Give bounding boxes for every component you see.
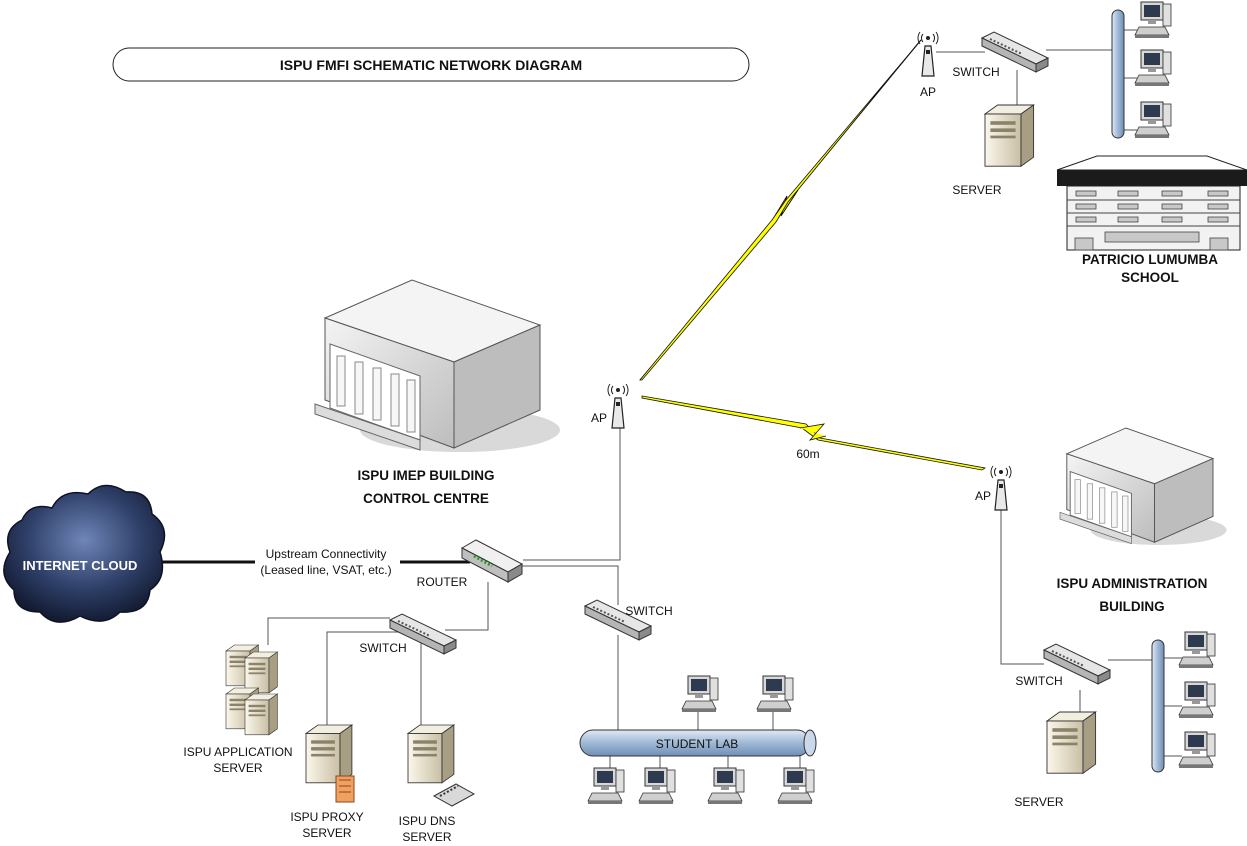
switch-servers-label: SWITCH: [359, 641, 406, 655]
ap-school-icon: [917, 31, 939, 77]
upstream-label-line1: Upstream Connectivity: [266, 547, 387, 561]
title-banner: ISPU FMFI SCHEMATIC NETWORK DIAGRAM: [112, 47, 750, 82]
app-server-label-line2: SERVER: [213, 761, 262, 775]
imep-label-line2: CONTROL CENTRE: [363, 491, 489, 506]
school-pc: [1134, 49, 1172, 87]
admin-pc: [1178, 681, 1216, 719]
admin-label-line2: BUILDING: [1099, 599, 1164, 614]
ap-admin-icon: [990, 465, 1012, 511]
admin-server-icon: [1046, 711, 1097, 774]
link-distance-label: 60m: [796, 447, 819, 461]
school-bus: [1111, 9, 1125, 139]
admin-bus: [1151, 639, 1165, 773]
ap-school-label: AP: [920, 85, 936, 99]
admin-server-label: SERVER: [1014, 795, 1063, 809]
school-label-line1: PATRICIO LUMUMBA: [1082, 252, 1218, 267]
admin-label-line1: ISPU ADMINISTRATION: [1057, 576, 1208, 591]
diagram-title: ISPU FMFI SCHEMATIC NETWORK DIAGRAM: [280, 57, 582, 73]
upstream-label-line2: (Leased line, VSAT, etc.): [260, 563, 391, 577]
dns-label-line1: ISPU DNS: [399, 814, 456, 828]
lab-pc: [587, 767, 625, 805]
proxy-label-line2: SERVER: [302, 826, 351, 840]
imep-building: [314, 279, 560, 452]
lab-pc: [638, 767, 676, 805]
school-pc: [1134, 101, 1172, 139]
student-lab-label: STUDENT LAB: [656, 737, 738, 751]
ap-admin-label: AP: [975, 489, 991, 503]
app-server-icon: [225, 644, 278, 736]
router: [460, 539, 524, 583]
school-pc: [1134, 1, 1172, 39]
dns-server-icon: [407, 724, 476, 807]
student-lab-bus: STUDENT LAB: [579, 729, 817, 757]
switch-admin-label: SWITCH: [1015, 674, 1062, 688]
proxy-label-line1: ISPU PROXY: [290, 810, 363, 824]
proxy-server-icon: [305, 724, 355, 803]
wireless-link-school: [639, 39, 922, 381]
ap-main-icon: [607, 383, 629, 429]
imep-label-line1: ISPU IMEP BUILDING: [357, 468, 494, 483]
dns-label-line2: SERVER: [402, 830, 451, 844]
school-building: [1056, 155, 1247, 251]
wireless-link-admin: [641, 395, 987, 471]
router-label: ROUTER: [417, 575, 468, 589]
lab-pc: [777, 767, 815, 805]
admin-pc: [1178, 731, 1216, 769]
admin-pc: [1178, 631, 1216, 669]
lab-pc: [756, 675, 794, 713]
school-server-label: SERVER: [952, 183, 1001, 197]
admin-building: [1059, 427, 1227, 545]
internet-cloud-label: INTERNET CLOUD: [23, 558, 138, 573]
switch-school-label: SWITCH: [952, 65, 999, 79]
wired-links: [160, 29, 1182, 768]
app-server-label-line1: ISPU APPLICATION: [183, 745, 292, 759]
lab-pc: [707, 767, 745, 805]
school-server-icon: [984, 104, 1035, 167]
lab-pc: [681, 675, 719, 713]
switch-lab-label: SWITCH: [625, 604, 672, 618]
school-label-line2: SCHOOL: [1121, 270, 1179, 285]
internet-cloud: INTERNET CLOUD: [3, 484, 166, 623]
ap-main-label: AP: [591, 411, 607, 425]
